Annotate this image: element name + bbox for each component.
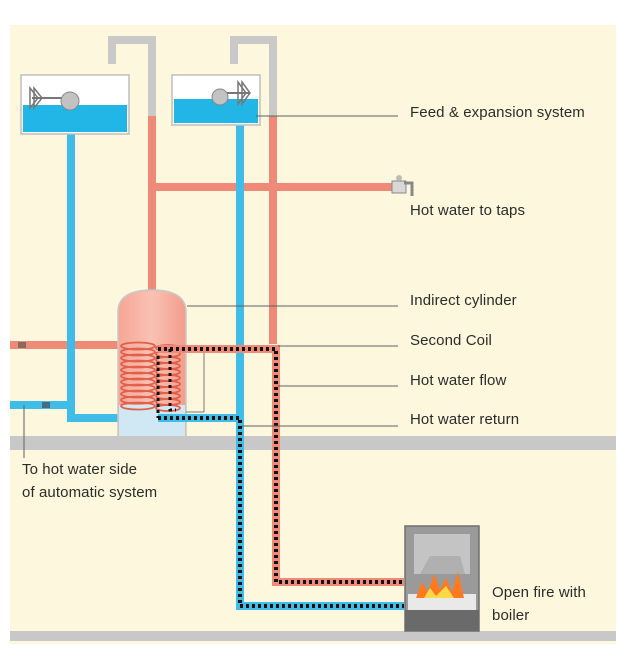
white-bottom-strip (0, 644, 630, 666)
flow-inner-coil (168, 349, 176, 412)
cold-pipe-stub (42, 402, 50, 408)
label-open-fire-2: boiler (492, 607, 530, 624)
hot-water-tap (391, 175, 414, 196)
label-hot-water-taps: Hot water to taps (410, 202, 526, 219)
right-cistern (171, 74, 261, 126)
hot-water-flow-dots (158, 347, 404, 584)
vent-pipe-right (230, 36, 277, 118)
hot-water-return-dots (158, 416, 404, 608)
cold-pipe-left-tank (67, 133, 120, 422)
label-second-coil: Second Coil (410, 332, 492, 349)
label-indirect-cylinder: Indirect cylinder (410, 292, 517, 309)
leader-lines (23, 115, 398, 458)
label-feed-expansion: Feed & expansion system (410, 104, 585, 121)
vent-pipe-left (108, 36, 156, 118)
label-open-fire-1: Open fire with (492, 584, 586, 601)
open-fire-boiler (404, 525, 480, 632)
left-cistern (20, 74, 130, 135)
second-coil (155, 344, 181, 412)
hot-pipe-stub (18, 342, 26, 348)
label-to-hot-water-side-2: of automatic system (22, 484, 158, 501)
primary-coil (120, 341, 156, 411)
lower-floor-line (10, 631, 616, 641)
label-to-hot-water-side-1: To hot water side (22, 461, 138, 478)
upper-floor-line (10, 436, 616, 450)
label-hot-water-return: Hot water return (410, 411, 520, 428)
label-hot-water-flow: Hot water flow (410, 372, 507, 389)
